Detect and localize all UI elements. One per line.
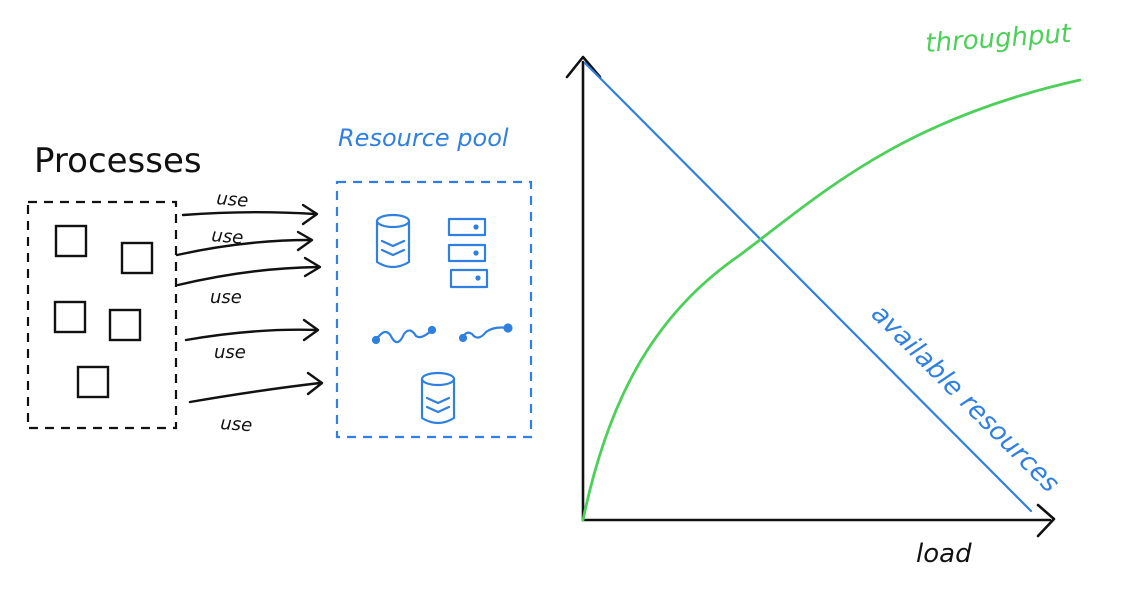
resource-pool-box [335, 180, 533, 439]
process-square [120, 241, 154, 275]
series-label-throughput: throughput [924, 19, 1072, 59]
x-axis-arrow [1036, 503, 1056, 538]
processes-title: Processes [34, 141, 202, 181]
server-stack-icon [447, 217, 489, 289]
y-axis-arrow [565, 55, 602, 79]
chart: load throughput available resources [565, 19, 1082, 569]
use-label: use [220, 413, 253, 436]
arrow-head [301, 203, 319, 226]
arrow-head [306, 371, 324, 396]
network-link-icon [371, 325, 437, 345]
use-label: use [211, 225, 245, 249]
process-square [76, 365, 110, 399]
database-icon [420, 371, 456, 425]
use-arrow [175, 238, 312, 257]
use-arrow [181, 211, 317, 217]
process-square [108, 308, 142, 342]
use-label: use [216, 188, 250, 212]
processes-box [26, 200, 178, 430]
resource-pool-title: Resource pool [338, 124, 509, 152]
process-square [54, 224, 88, 258]
series-label-available-resources: available resources [865, 299, 1065, 499]
arrow-head [303, 256, 322, 278]
arrow-head [302, 318, 320, 342]
process-square [53, 300, 87, 334]
series-line-throughput [581, 78, 1082, 522]
use-arrow [176, 265, 320, 287]
process-squares [53, 224, 154, 399]
x-axis-label: load [916, 539, 972, 569]
use-arrows [175, 203, 324, 404]
use-arrow [188, 381, 322, 404]
network-link-icon [458, 323, 513, 343]
arrow-head [296, 230, 314, 252]
use-arrow [184, 328, 319, 342]
database-icon [375, 213, 411, 269]
series-line-available-resources [583, 61, 1033, 513]
use-label: use [214, 342, 246, 363]
use-label: use [210, 287, 242, 308]
